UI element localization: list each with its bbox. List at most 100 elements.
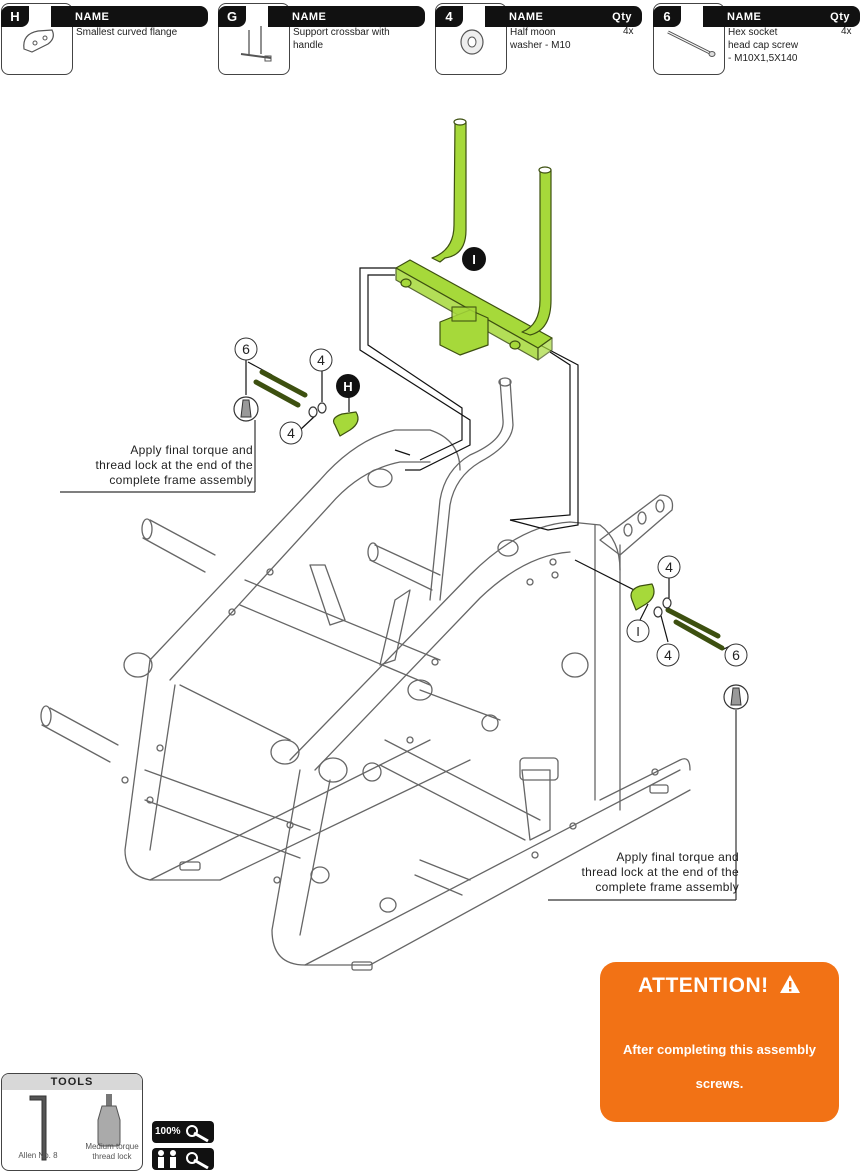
note-line: Apply final torque and — [616, 850, 739, 864]
allen-key-icon — [29, 1095, 47, 1161]
tool-label: Medium torque thread lock — [85, 1142, 139, 1161]
base-rail-rear — [149, 739, 471, 881]
tools-illustration — [29, 1094, 121, 1161]
part-description: Half moon washer - M10 — [510, 27, 571, 51]
note-line: Apply final torque and — [130, 443, 253, 457]
name-header: NAME — [727, 11, 762, 23]
callout-right-washer-bottom: 4 — [656, 643, 680, 667]
note-line: complete frame assembly — [595, 880, 739, 894]
cross-member-5 — [419, 689, 501, 721]
part-id-badge: G — [218, 6, 246, 27]
callout-left-flange: H — [336, 374, 360, 398]
cross-member-3 — [379, 739, 541, 841]
routing-line-left — [359, 267, 471, 471]
svg-text:4: 4 — [287, 425, 295, 441]
cross-member-4 — [179, 684, 291, 741]
note-line: thread lock at the end of the — [95, 458, 253, 472]
frame-right-arch — [289, 521, 621, 761]
name-header: NAME — [292, 11, 327, 23]
flange-right — [630, 583, 655, 611]
handle-arm — [429, 379, 504, 601]
crossbar-handle-icon — [240, 26, 272, 62]
base-rail-front — [304, 769, 691, 966]
part-id-badge: H — [1, 6, 29, 27]
frame-left-leg — [124, 659, 221, 881]
warning-icon — [779, 975, 800, 993]
routing-line-right — [509, 344, 579, 531]
attention-message: After completing this assembly — [623, 1042, 816, 1057]
part-card-h: NAME H Smallest curved flange — [1, 3, 208, 75]
part-card-6: NAME Qty 6 Hex socket head cap screw - M… — [653, 3, 860, 75]
thread-lock-icon — [233, 396, 259, 422]
attention-title: ATTENTION! — [600, 974, 839, 998]
seat-back — [309, 564, 346, 626]
qty-header: Qty — [830, 11, 850, 23]
part-card-4: NAME Qty 4 Half moon washer - M10 4x — [435, 3, 642, 75]
part-id-badge: 6 — [653, 6, 681, 27]
post-block — [521, 769, 551, 841]
thread-lock-bottle-icon — [97, 1094, 121, 1147]
cross-member-1 — [239, 579, 441, 686]
note-left: Apply final torque and thread lock at th… — [40, 443, 253, 488]
svg-text:6: 6 — [242, 341, 250, 357]
screw-right-top — [665, 607, 721, 639]
side-plate — [599, 494, 674, 556]
tools-header: TOOLS — [2, 1074, 142, 1090]
attention-message: screws. — [695, 1076, 744, 1091]
part-quantity: 4x — [623, 26, 634, 37]
part-header: NAME — [51, 6, 208, 27]
screw-left-top — [259, 369, 308, 398]
frame-left-arch-inner — [169, 461, 431, 681]
svg-text:4: 4 — [317, 352, 325, 368]
screw-right-bottom — [673, 619, 725, 651]
washer-icon — [460, 29, 484, 55]
horn-right — [369, 544, 441, 591]
seat-support — [379, 589, 411, 666]
frame-right-arch-inner — [314, 551, 571, 771]
torque-badge: 100% — [152, 1121, 214, 1143]
name-header: NAME — [75, 11, 110, 23]
horn-left-bottom — [41, 707, 119, 763]
wrench-icon — [186, 1125, 209, 1143]
note-right: Apply final torque and thread lock at th… — [520, 850, 739, 895]
horn-left-top — [142, 519, 216, 573]
part-header: NAME — [268, 6, 425, 27]
handle-right — [521, 169, 552, 336]
part-header: NAME Qty — [485, 6, 642, 27]
curved-flange-icon — [23, 29, 54, 53]
svg-text:4: 4 — [664, 647, 672, 663]
name-header: NAME — [509, 11, 544, 23]
svg-text:I: I — [472, 252, 476, 267]
frame-left-arch — [149, 429, 461, 661]
svg-text:I: I — [636, 624, 640, 639]
svg-text:H: H — [343, 379, 352, 394]
callout-left-washer-bottom: 4 — [279, 421, 303, 445]
callout-left-screw: 6 — [234, 337, 258, 361]
qty-header: Qty — [612, 11, 632, 23]
attention-title-text: ATTENTION! — [638, 974, 769, 997]
part-description: Smallest curved flange — [76, 27, 178, 38]
highlighted-parts — [253, 118, 725, 651]
tools-box: TOOLS Allen No. 8 Medium torque thread l… — [1, 1073, 143, 1171]
note-line: thread lock at the end of the — [581, 865, 739, 879]
part-description: Hex socket head cap screw - M10X1,5X140 — [728, 27, 799, 64]
attention-box: ATTENTION! After completing this assembl… — [600, 962, 839, 1122]
part-card-g: NAME G Support crossbar with handle — [218, 3, 425, 75]
part-id-badge: 4 — [435, 6, 463, 27]
torque-badge-label: 100% — [155, 1126, 181, 1137]
note-line: complete frame assembly — [109, 473, 253, 487]
callout-right-washer-top: 4 — [657, 555, 681, 579]
part-description: Support crossbar with handle — [293, 27, 390, 51]
two-person-icon — [158, 1150, 209, 1170]
tool-label: Allen No. 8 — [18, 1151, 58, 1160]
frame-right-post — [594, 524, 621, 811]
thread-lock-icon — [723, 684, 749, 710]
part-header: NAME Qty — [703, 6, 860, 27]
screw-left-bottom — [253, 379, 301, 408]
callout-right-screw: 6 — [724, 643, 748, 667]
flange-left — [332, 411, 359, 437]
callout-crossbar: I — [462, 247, 486, 271]
svg-text:6: 6 — [732, 647, 740, 663]
svg-text:4: 4 — [665, 559, 673, 575]
